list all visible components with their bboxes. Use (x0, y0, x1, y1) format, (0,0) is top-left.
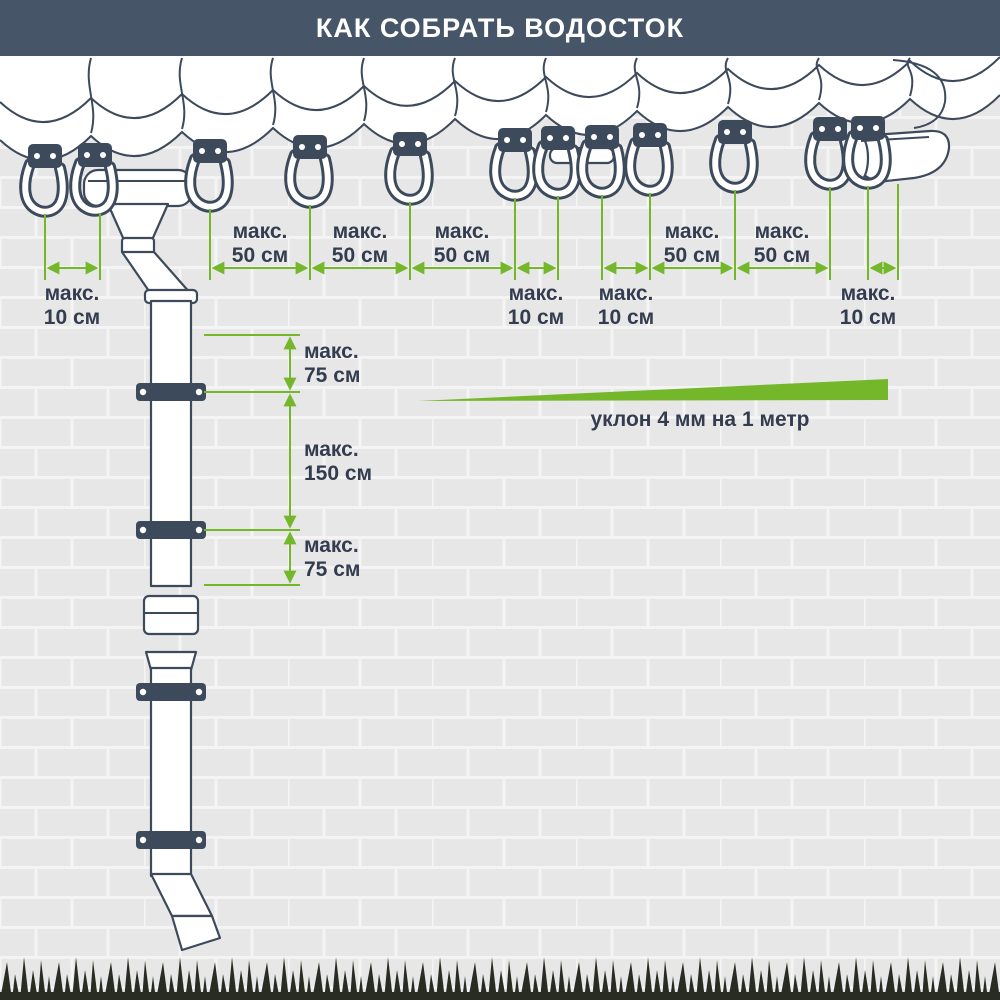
pipe-outlet (170, 914, 222, 952)
dimension-lines (44, 184, 899, 586)
dim-label-value: 50 см (332, 244, 388, 267)
roof-drip-edge (892, 59, 947, 129)
dim-label-max: макс. (509, 282, 564, 305)
dim-label-value: 150 см (304, 462, 372, 485)
dim-label-max: макс. (304, 340, 359, 363)
roof-tile-columns (87, 57, 914, 134)
pipe-clamp (136, 683, 206, 701)
roof-tile-row-upper (0, 56, 1000, 123)
grass (0, 956, 1000, 1000)
slope-label: уклон 4 мм на 1 метр (590, 408, 809, 431)
dim-label-value: 75 см (304, 364, 360, 387)
header-bar: КАК СОБРАТЬ ВОДОСТОК (0, 0, 1000, 56)
pipe-clamp (136, 521, 206, 539)
dim-label-value: 10 см (840, 306, 896, 329)
slope-wedge (418, 379, 888, 401)
dim-label-value: 75 см (304, 558, 360, 581)
downpipe-assembly (82, 168, 222, 952)
dim-label-value: 50 см (754, 244, 810, 267)
dim-label-max: макс. (599, 282, 654, 305)
pipe-clamp (136, 383, 206, 401)
dimension-labels: макс. 10 см макс. 50 см макс. 50 см макс… (44, 220, 896, 581)
dim-label-max: макс. (304, 534, 359, 557)
tick-line (204, 334, 300, 586)
dim-label-max: макс. (304, 438, 359, 461)
dim-label-value: 50 см (434, 244, 490, 267)
pipe-coupling (142, 594, 200, 636)
dim-label-max: макс. (841, 282, 896, 305)
dim-label-max: макс. (45, 282, 100, 305)
dim-label-max: макс. (665, 220, 720, 243)
dim-label-value: 50 см (232, 244, 288, 267)
gutter-section (82, 168, 194, 208)
page-title: КАК СОБРАТЬ ВОДОСТОК (315, 12, 685, 43)
pipe-clamp (136, 831, 206, 849)
dim-label-max: макс. (435, 220, 490, 243)
dim-label-max: макс. (333, 220, 388, 243)
dim-label-max: макс. (233, 220, 288, 243)
assembly-diagram: уклон 4 мм на 1 метр (0, 56, 1000, 1000)
slope-indicator: уклон 4 мм на 1 метр (418, 379, 888, 431)
dim-label-value: 10 см (44, 306, 100, 329)
dim-label-value: 50 см (664, 244, 720, 267)
dim-label-max: макс. (755, 220, 810, 243)
dim-label-value: 10 см (598, 306, 654, 329)
dim-label-value: 10 см (508, 306, 564, 329)
pipe-upper (149, 299, 193, 588)
